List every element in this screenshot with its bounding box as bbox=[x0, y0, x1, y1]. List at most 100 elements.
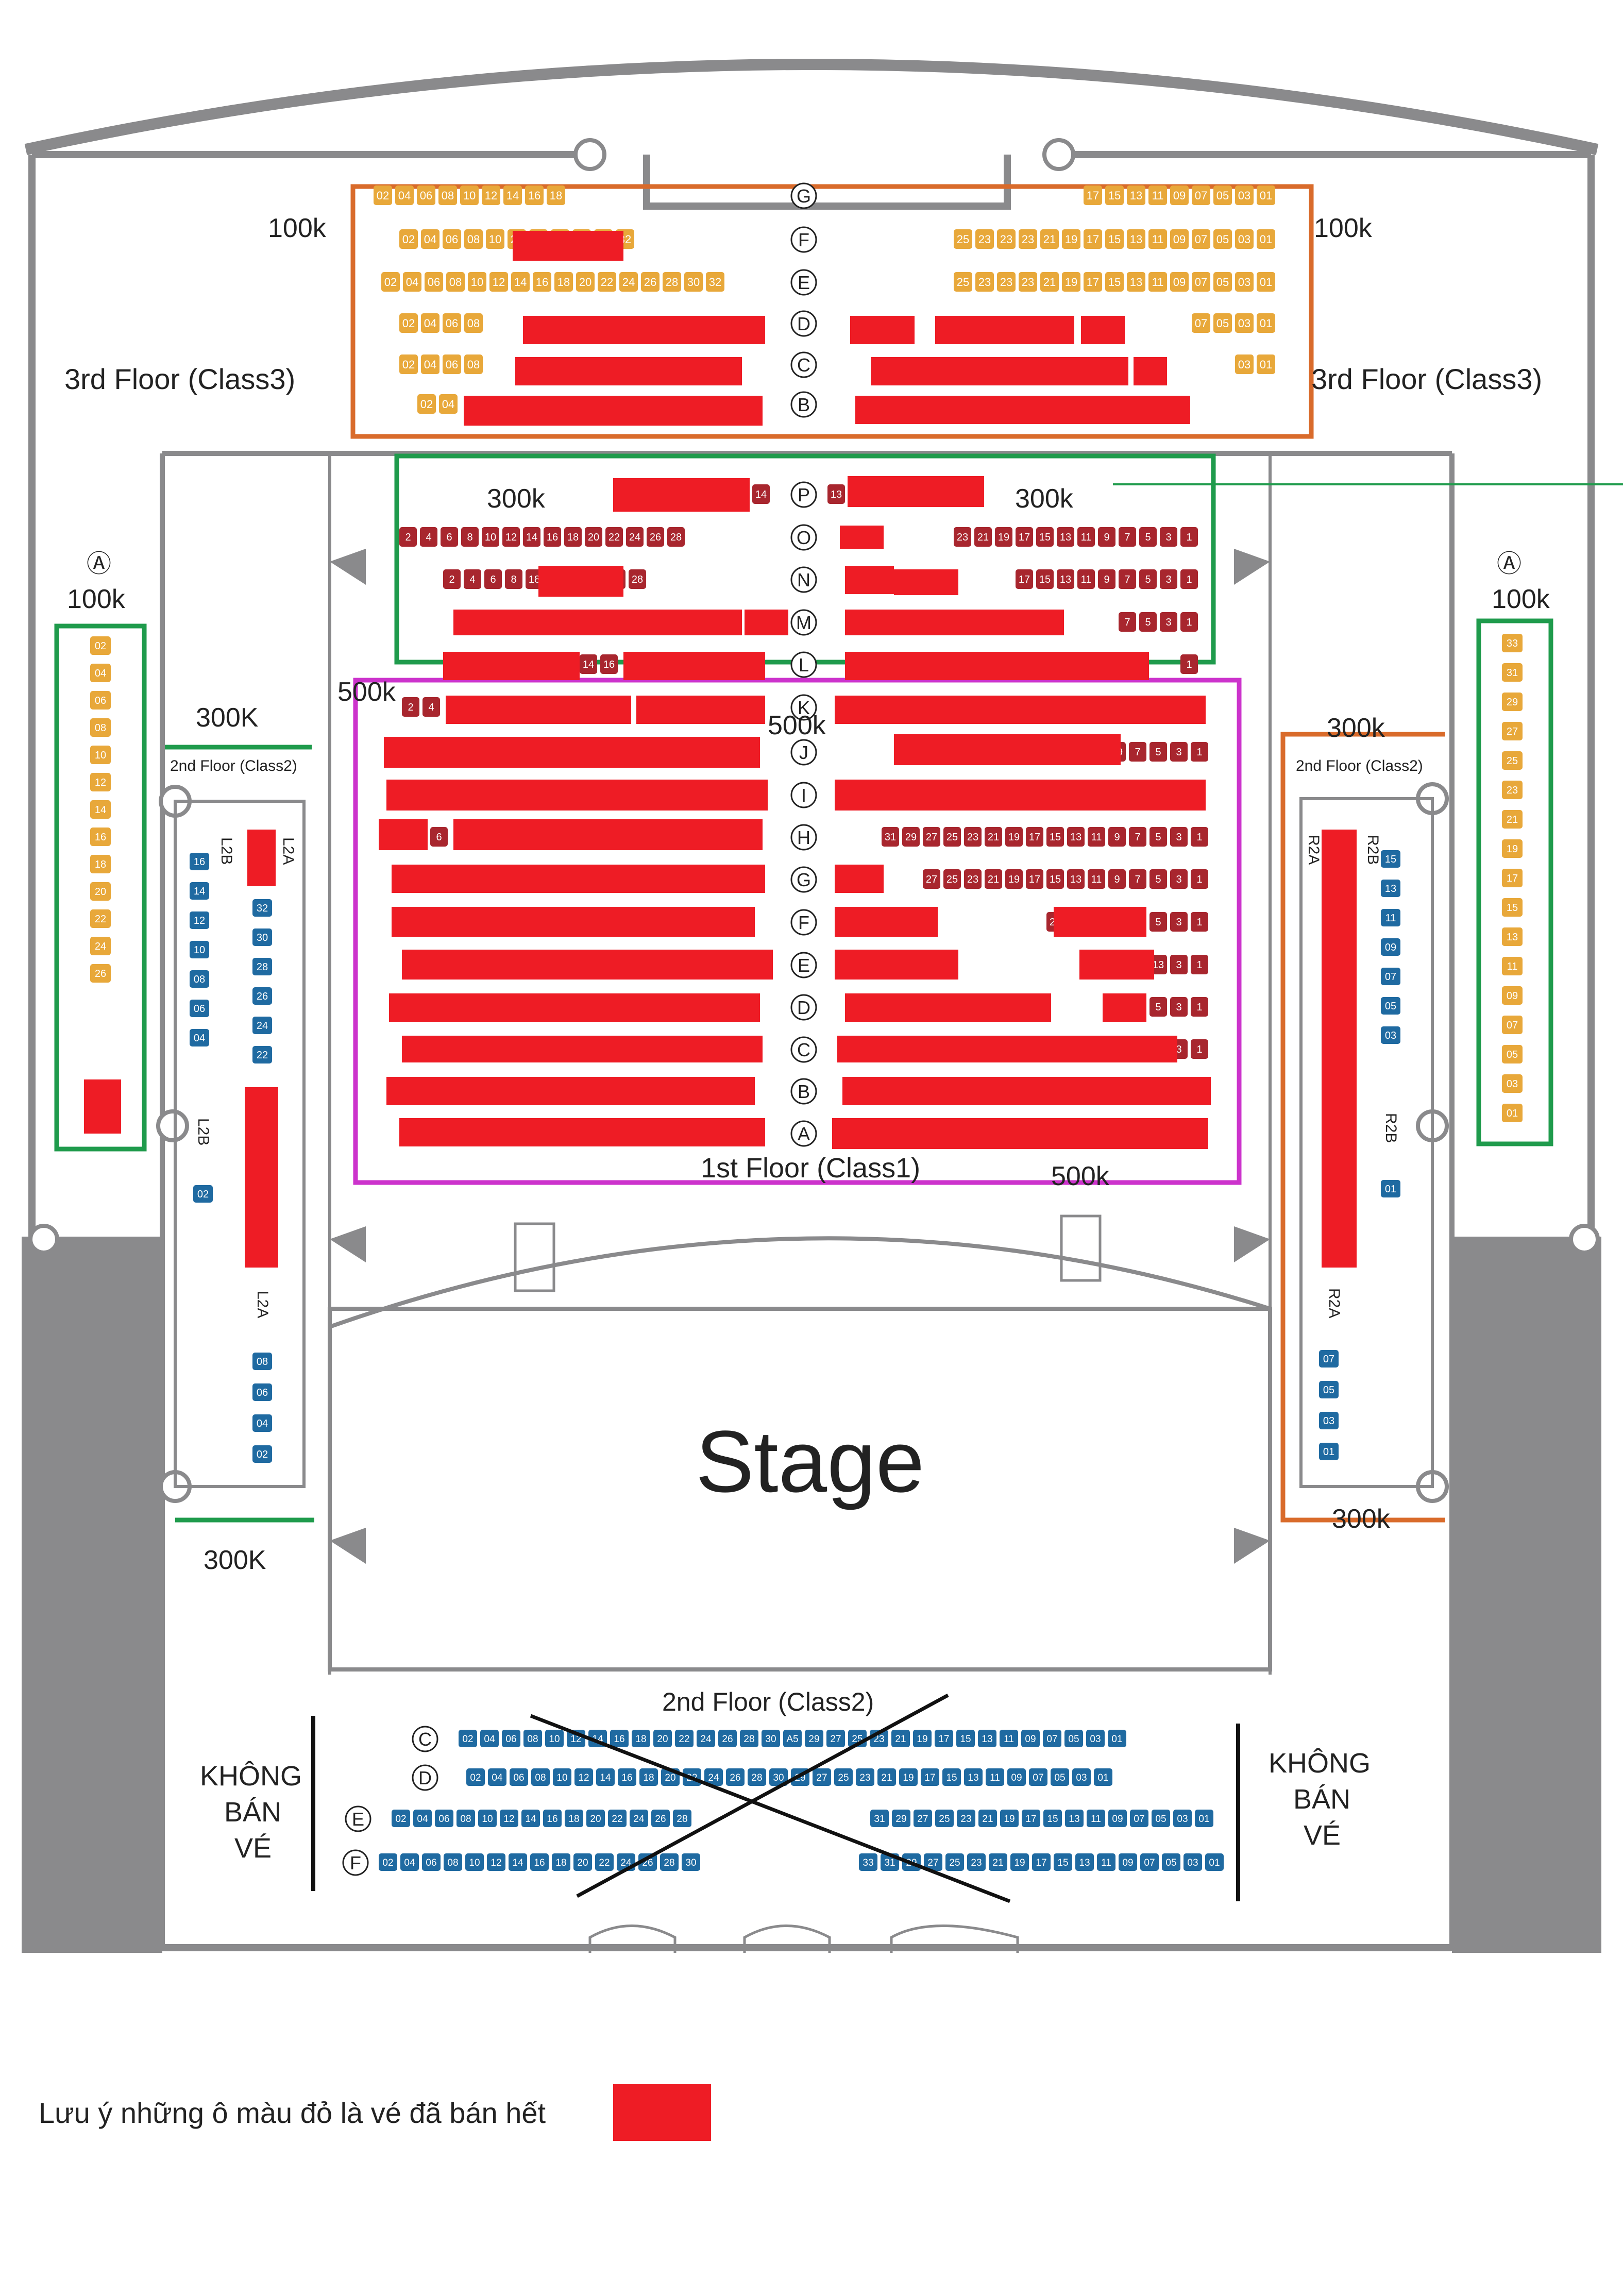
seat[interactable]: 21 bbox=[877, 1768, 896, 1786]
seat[interactable]: 14 bbox=[509, 1853, 527, 1871]
seat[interactable]: 12 bbox=[487, 1853, 505, 1871]
seat[interactable]: 27 bbox=[923, 869, 940, 889]
seat-side-right[interactable]: 17 bbox=[1502, 869, 1523, 887]
seat[interactable]: 19 bbox=[1005, 869, 1023, 889]
seat[interactable]: 28 bbox=[667, 527, 685, 547]
seat[interactable]: 02 bbox=[399, 313, 418, 333]
seat[interactable]: 4 bbox=[420, 527, 437, 547]
seat[interactable]: 13 bbox=[964, 1768, 983, 1786]
seat[interactable]: 01 bbox=[1108, 1730, 1126, 1747]
seat[interactable]: 08 bbox=[531, 1768, 550, 1786]
seat[interactable]: 15 bbox=[1043, 1810, 1062, 1827]
seat[interactable]: 5 bbox=[1149, 869, 1167, 889]
seat-r2a[interactable]: 03 bbox=[1319, 1412, 1339, 1429]
seat[interactable]: 06 bbox=[435, 1810, 453, 1827]
seat[interactable]: 09 bbox=[1170, 272, 1189, 292]
seat[interactable]: 09 bbox=[1170, 229, 1189, 249]
seat[interactable]: 08 bbox=[457, 1810, 475, 1827]
seat[interactable]: 13 bbox=[1075, 1853, 1094, 1871]
seat[interactable]: 15 bbox=[956, 1730, 975, 1747]
seat[interactable]: 5 bbox=[1149, 827, 1167, 847]
seat-r2a[interactable]: 07 bbox=[1319, 1350, 1339, 1368]
seat[interactable]: 22 bbox=[605, 527, 623, 547]
seat[interactable]: 11 bbox=[1077, 527, 1095, 547]
seat[interactable]: 11 bbox=[1077, 569, 1095, 589]
seat[interactable]: 30 bbox=[684, 272, 703, 292]
seat[interactable]: 08 bbox=[464, 313, 483, 333]
seat[interactable]: 3 bbox=[1160, 527, 1177, 547]
seat[interactable]: 13 bbox=[978, 1730, 996, 1747]
seat[interactable]: 17 bbox=[1084, 229, 1102, 249]
seat[interactable]: 21 bbox=[989, 1853, 1007, 1871]
seat[interactable]: 01 bbox=[1257, 354, 1275, 374]
seat[interactable]: 06 bbox=[443, 313, 461, 333]
seat[interactable]: 04 bbox=[421, 354, 439, 374]
seat[interactable]: 16 bbox=[533, 272, 551, 292]
seat-l2b[interactable]: 16 bbox=[190, 853, 209, 870]
seat[interactable]: 23 bbox=[967, 1853, 986, 1871]
seat[interactable]: 15 bbox=[1046, 827, 1064, 847]
seat[interactable]: 7 bbox=[1119, 569, 1136, 589]
seat[interactable]: 1 bbox=[1180, 612, 1198, 632]
seat[interactable]: 14 bbox=[523, 527, 540, 547]
seat[interactable]: 22 bbox=[598, 272, 616, 292]
seat[interactable]: 18 bbox=[552, 1853, 570, 1871]
seat-side-left[interactable]: 16 bbox=[90, 828, 111, 846]
seat[interactable]: 5 bbox=[1139, 527, 1157, 547]
seat[interactable]: 25 bbox=[834, 1768, 853, 1786]
seat[interactable]: 25 bbox=[945, 1853, 964, 1871]
seat[interactable]: 13 bbox=[1127, 272, 1145, 292]
seat[interactable]: 14 bbox=[511, 272, 530, 292]
seat[interactable]: 15 bbox=[1105, 272, 1124, 292]
seat[interactable]: 19 bbox=[995, 527, 1012, 547]
seat-l2a[interactable]: 22 bbox=[252, 1046, 272, 1063]
seat-side-left[interactable]: 10 bbox=[90, 746, 111, 764]
seat-side-right[interactable]: 25 bbox=[1502, 751, 1523, 770]
seat[interactable]: 23 bbox=[964, 869, 982, 889]
seat[interactable]: 1 bbox=[1191, 742, 1208, 762]
seat-side-left[interactable]: 14 bbox=[90, 800, 111, 819]
seat[interactable]: 23 bbox=[975, 272, 994, 292]
seat[interactable]: 07 bbox=[1029, 1768, 1047, 1786]
seat[interactable]: 05 bbox=[1213, 272, 1232, 292]
seat-r2b[interactable]: 13 bbox=[1381, 880, 1400, 897]
seat[interactable]: 3 bbox=[1170, 742, 1188, 762]
seat[interactable]: 10 bbox=[486, 229, 504, 249]
seat-l2a[interactable]: 06 bbox=[252, 1383, 272, 1401]
seat-r2a[interactable]: 05 bbox=[1319, 1381, 1339, 1398]
seat[interactable]: 04 bbox=[421, 313, 439, 333]
seat[interactable]: 17 bbox=[1084, 272, 1102, 292]
seat[interactable]: A5 bbox=[783, 1730, 802, 1747]
seat[interactable]: 05 bbox=[1213, 229, 1232, 249]
seat[interactable]: 19 bbox=[1000, 1810, 1019, 1827]
seat[interactable]: 25 bbox=[943, 827, 961, 847]
seat[interactable]: 9 bbox=[1098, 569, 1115, 589]
seat[interactable]: 28 bbox=[660, 1853, 679, 1871]
seat[interactable]: 17 bbox=[1016, 527, 1033, 547]
seat[interactable]: 09 bbox=[1007, 1768, 1026, 1786]
seat[interactable]: 6 bbox=[430, 827, 448, 847]
seat[interactable]: 07 bbox=[1192, 313, 1210, 333]
seat[interactable]: 06 bbox=[422, 1853, 441, 1871]
seat[interactable]: 19 bbox=[1010, 1853, 1029, 1871]
seat[interactable]: 03 bbox=[1173, 1810, 1192, 1827]
seat[interactable]: 07 bbox=[1192, 185, 1210, 205]
seat[interactable]: 17 bbox=[1016, 569, 1033, 589]
seat[interactable]: 26 bbox=[641, 272, 660, 292]
seat[interactable]: 26 bbox=[718, 1730, 737, 1747]
seat[interactable]: 15 bbox=[1036, 569, 1054, 589]
seat-r2a[interactable]: 01 bbox=[1319, 1443, 1339, 1460]
seat[interactable]: 12 bbox=[489, 272, 508, 292]
seat[interactable]: 11 bbox=[1087, 1810, 1105, 1827]
seat[interactable]: 3 bbox=[1160, 569, 1177, 589]
seat[interactable]: 18 bbox=[632, 1730, 650, 1747]
seat[interactable]: 15 bbox=[1054, 1853, 1072, 1871]
seat-l2b[interactable]: 10 bbox=[190, 941, 209, 958]
seat[interactable]: 12 bbox=[482, 185, 500, 205]
seat-side-left[interactable]: 06 bbox=[90, 691, 111, 710]
seat[interactable]: 21 bbox=[978, 1810, 997, 1827]
seat[interactable]: 10 bbox=[460, 185, 479, 205]
seat-l2a[interactable]: 28 bbox=[252, 958, 272, 975]
seat[interactable]: 24 bbox=[704, 1768, 723, 1786]
seat-side-right[interactable]: 23 bbox=[1502, 781, 1523, 799]
